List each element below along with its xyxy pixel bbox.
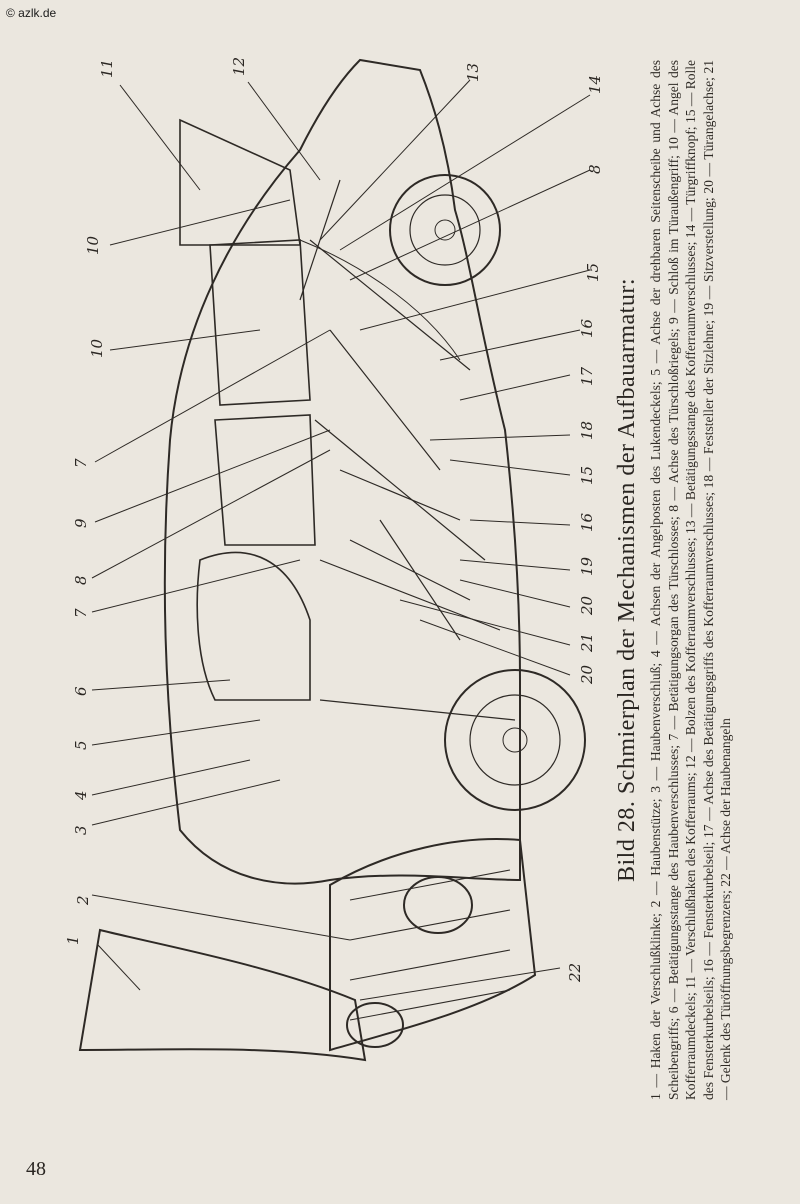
callout-label: 22 xyxy=(566,963,584,983)
copyright-watermark: © azlk.de xyxy=(6,6,57,20)
callout-label: 17 xyxy=(578,366,596,386)
callout-label: 13 xyxy=(464,63,482,82)
rear-wheel xyxy=(389,174,501,286)
headlight-left xyxy=(403,876,473,934)
callout-label: 4 xyxy=(72,790,90,801)
callout-label: 11 xyxy=(98,59,116,78)
page-number: 48 xyxy=(26,1158,46,1180)
callout-label: 16 xyxy=(578,318,596,338)
figure-text-block: Bild 28. Schmierplan der Mechanismen der… xyxy=(614,60,794,1100)
callout-label: 8 xyxy=(72,575,90,585)
callout-label: 12 xyxy=(230,57,248,76)
callout-label: 7 xyxy=(72,458,90,468)
callout-label: 20 xyxy=(578,664,596,685)
callout-label: 16 xyxy=(578,512,596,532)
callout-label: 9 xyxy=(72,518,90,528)
windshield xyxy=(196,551,311,701)
figure-caption: Bild 28. Schmierplan der Mechanismen der… xyxy=(614,278,640,883)
callout-label: 14 xyxy=(586,75,604,94)
callout-label: 15 xyxy=(578,466,596,485)
callout-label: 21 xyxy=(578,633,596,653)
callout-label: 8 xyxy=(586,164,604,174)
callout-label: 10 xyxy=(84,235,102,255)
callout-label: 10 xyxy=(88,338,106,358)
callout-label: 5 xyxy=(72,740,90,750)
car-body xyxy=(163,58,522,885)
front-grille xyxy=(329,838,537,1052)
callout-label: 3 xyxy=(72,825,90,835)
callout-label: 15 xyxy=(584,263,602,282)
callout-label: 20 xyxy=(578,595,596,616)
callout-label: 18 xyxy=(578,421,596,440)
callout-label: 2 xyxy=(74,895,92,906)
callout-label: 19 xyxy=(578,556,596,576)
rear-window xyxy=(209,239,311,406)
trunk-lid xyxy=(179,118,301,246)
figure-legend: 1 — Haken der Verschlußklinke; 2 — Haube… xyxy=(648,60,733,1100)
hood xyxy=(78,928,367,1062)
headlight-right xyxy=(346,1002,404,1048)
front-wheel xyxy=(444,669,586,811)
rear-door-window xyxy=(214,414,316,546)
callout-label: 6 xyxy=(72,686,90,696)
callout-label: 1 xyxy=(64,935,82,945)
callout-label: 7 xyxy=(72,608,90,618)
